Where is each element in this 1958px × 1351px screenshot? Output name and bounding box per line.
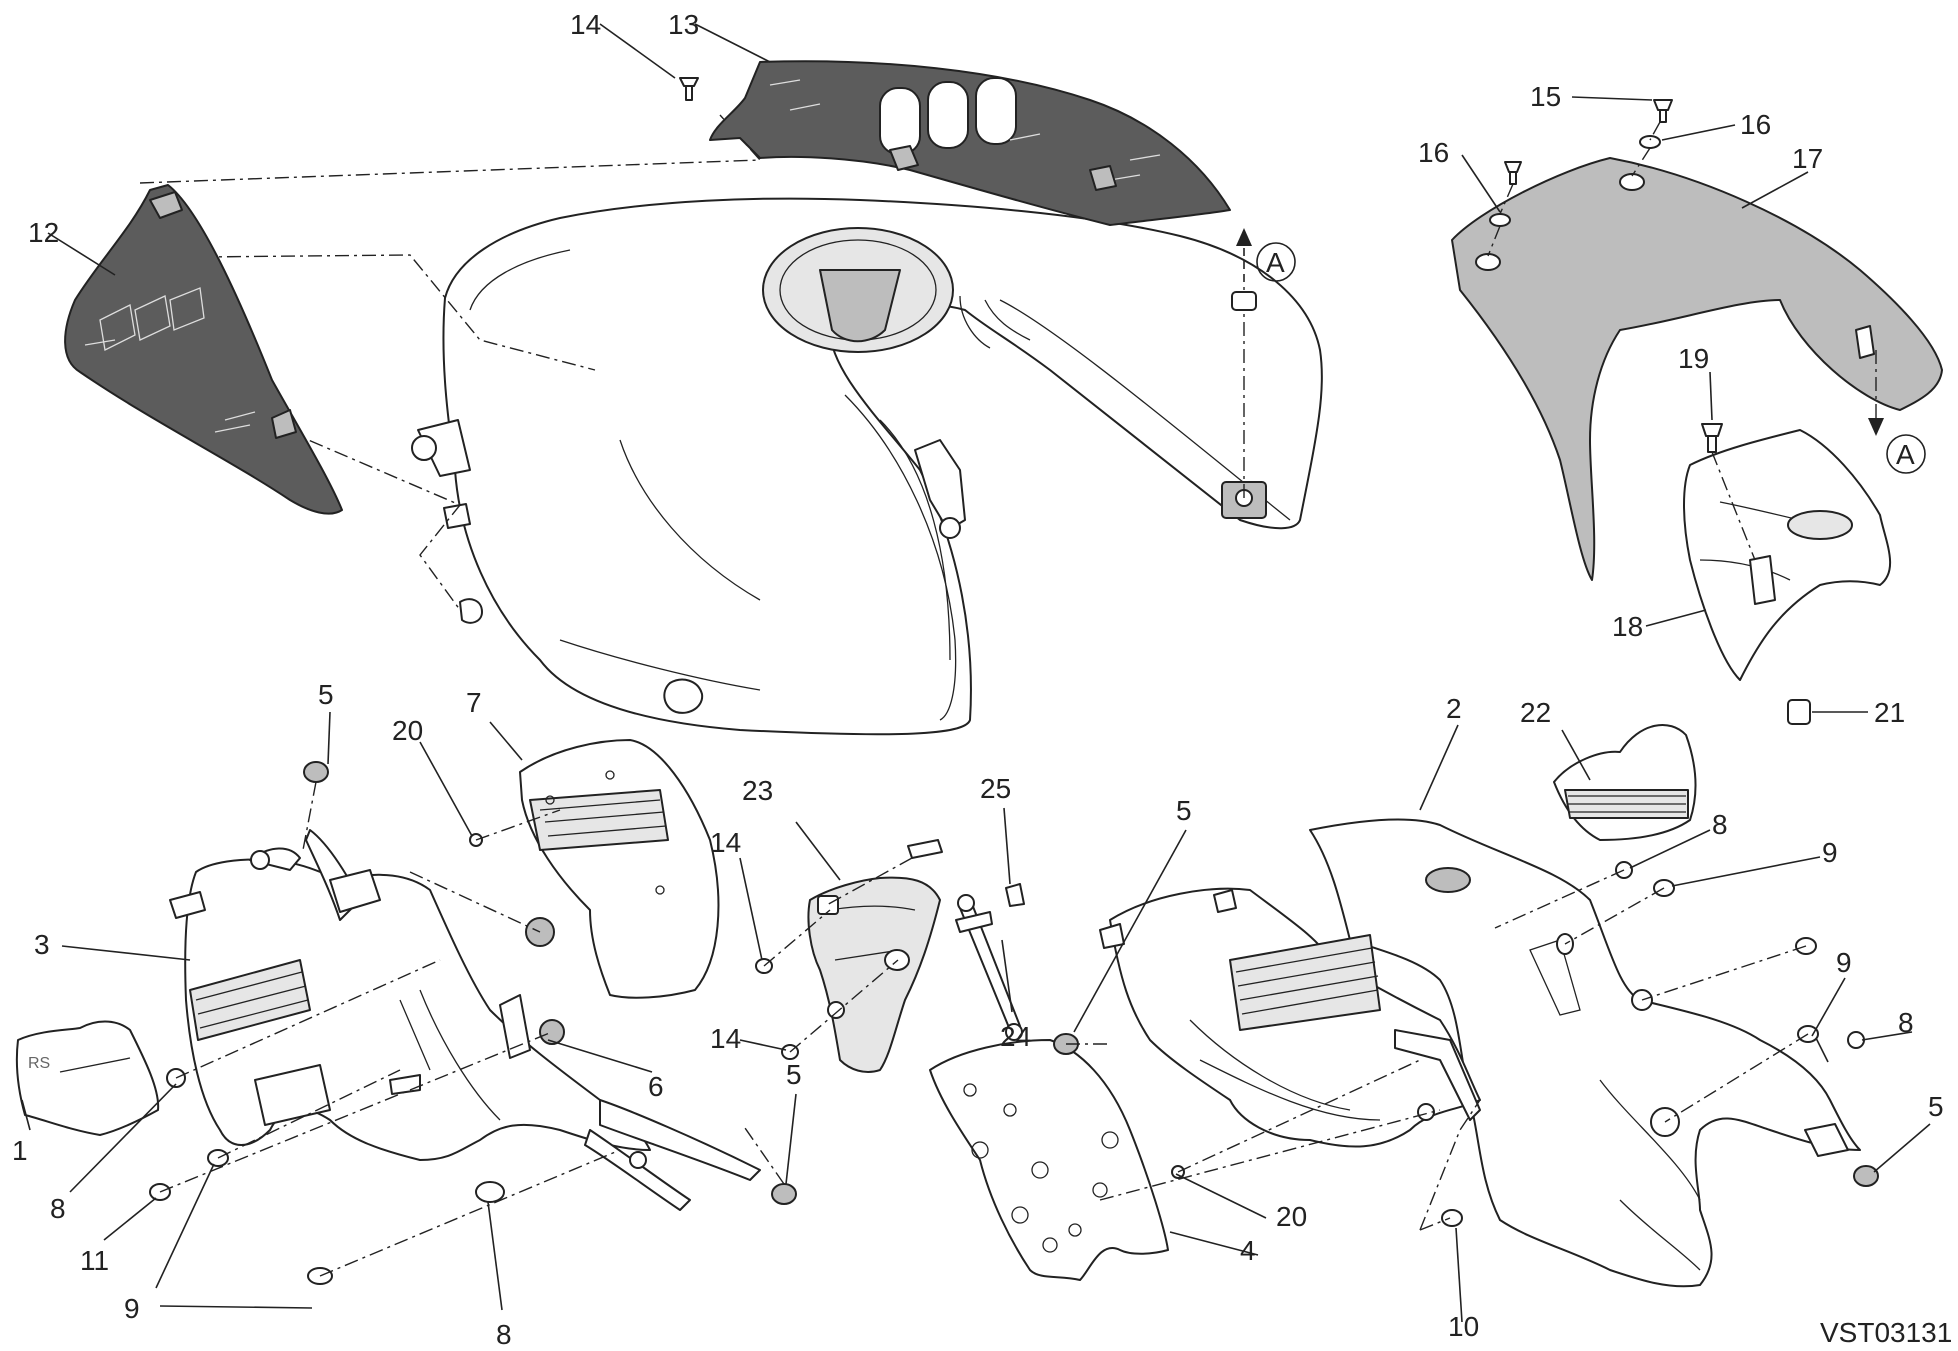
callout-18: 18 [1612, 611, 1643, 642]
arrow-a-letter-top: A [1266, 247, 1285, 278]
part-23-bracket [807, 876, 941, 1073]
callout-11: 11 [80, 1245, 109, 1276]
callout-24: 24 [1000, 1021, 1031, 1052]
arrow-a-letter-right: A [1896, 439, 1915, 470]
callout-20-right: 20 [1276, 1201, 1307, 1232]
leader-dashes-lower [159, 121, 1877, 1277]
callout-8-bottom: 8 [496, 1319, 512, 1350]
callout-21: 21 [1874, 697, 1905, 728]
callout-leaders [21, 23, 1931, 1323]
part-18-cover [1683, 429, 1892, 681]
callout-5-right: 5 [1928, 1091, 1944, 1122]
callout-19: 19 [1678, 343, 1709, 374]
callout-13: 13 [668, 9, 699, 40]
svg-text:RS: RS [28, 1055, 50, 1072]
drawing-code: VST03131 [1820, 1317, 1952, 1348]
callout-3: 3 [34, 929, 50, 960]
arrow-a-badge-top [1256, 242, 1296, 282]
part-12-side-panel [64, 184, 343, 515]
part-7-panel [519, 739, 720, 999]
callout-12: 12 [28, 217, 59, 248]
part-2-fairing [1309, 818, 1861, 1288]
callout-8-right-mid: 8 [1898, 1007, 1914, 1038]
callout-9-left: 9 [124, 1293, 140, 1324]
callout-14-mid: 14 [710, 827, 741, 858]
callout-2: 2 [1446, 693, 1462, 724]
callout-14-low: 14 [710, 1023, 741, 1054]
fuel-tank [411, 197, 1323, 736]
callout-10: 10 [1448, 1311, 1479, 1342]
inner-duct-part [1099, 887, 1481, 1148]
part-22-plate [1553, 724, 1697, 841]
callout-labels: 12 13 14 15 16 16 17 19 18 21 5 20 7 3 1… [12, 9, 1952, 1350]
callout-8-left: 8 [50, 1193, 66, 1224]
callout-5-mid: 5 [1176, 795, 1192, 826]
part-13-top-panel [709, 60, 1231, 226]
callout-23: 23 [742, 775, 773, 806]
callout-14-top: 14 [570, 9, 601, 40]
part-3-cover [169, 829, 761, 1211]
callout-8-right-top: 8 [1712, 809, 1728, 840]
callout-9-right-top: 9 [1822, 837, 1838, 868]
callout-6: 6 [648, 1071, 664, 1102]
callout-5-left: 5 [318, 679, 334, 710]
callout-16-right: 16 [1740, 109, 1771, 140]
callout-9-right-mid: 9 [1836, 947, 1852, 978]
callout-15: 15 [1530, 81, 1561, 112]
part-4-cover [929, 1039, 1169, 1281]
callout-7: 7 [466, 687, 482, 718]
part-24-rod [955, 894, 1023, 1041]
callout-4: 4 [1240, 1235, 1256, 1266]
callout-5-center: 5 [786, 1059, 802, 1090]
callout-22: 22 [1520, 697, 1551, 728]
reference-arrows [1236, 228, 1926, 474]
arrow-a-badge-right [1886, 434, 1926, 474]
callout-25: 25 [980, 773, 1011, 804]
callout-1: 1 [12, 1135, 28, 1166]
part-17-fairing-panel [1451, 157, 1943, 581]
part-1-plate: RS [15, 1020, 160, 1136]
callout-16-left: 16 [1418, 137, 1449, 168]
callout-17: 17 [1792, 143, 1823, 174]
callout-20-left: 20 [392, 715, 423, 746]
